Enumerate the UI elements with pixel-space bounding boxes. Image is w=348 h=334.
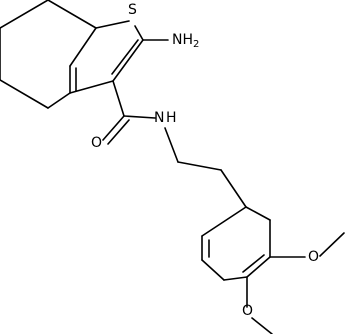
amide-hydrogen-label: H	[166, 110, 177, 126]
bond	[177, 161, 222, 171]
bond	[251, 317, 273, 334]
bond	[107, 119, 130, 145]
bond	[123, 115, 156, 119]
amine-subscript-label: 2	[193, 39, 199, 50]
bond	[164, 127, 179, 163]
bond	[47, 92, 71, 109]
bond	[95, 20, 130, 29]
bond	[201, 259, 225, 281]
bond	[223, 276, 248, 281]
bond	[319, 232, 345, 257]
bond	[0, 0, 49, 29]
amine-label: NH2	[172, 32, 199, 50]
bond	[111, 39, 139, 75]
bond	[102, 115, 125, 141]
bond	[242, 254, 265, 273]
bond	[245, 206, 271, 221]
methoxy-top-oxygen-label: O	[308, 249, 319, 265]
bond	[69, 80, 114, 94]
bond	[220, 169, 247, 208]
bond	[201, 206, 247, 237]
bond	[134, 25, 144, 41]
amide-nitrogen-label: N	[154, 110, 164, 126]
bond	[47, 0, 97, 29]
amine-nh-label: NH	[172, 32, 193, 48]
bond	[112, 39, 144, 82]
bond	[0, 79, 49, 109]
carbonyl-oxygen-label: O	[91, 135, 102, 151]
bond	[246, 256, 271, 278]
bond	[112, 80, 125, 117]
sulfur-atom-label: S	[128, 2, 137, 18]
methoxy-bottom-oxygen-label: O	[242, 303, 253, 319]
bond	[69, 27, 97, 67]
